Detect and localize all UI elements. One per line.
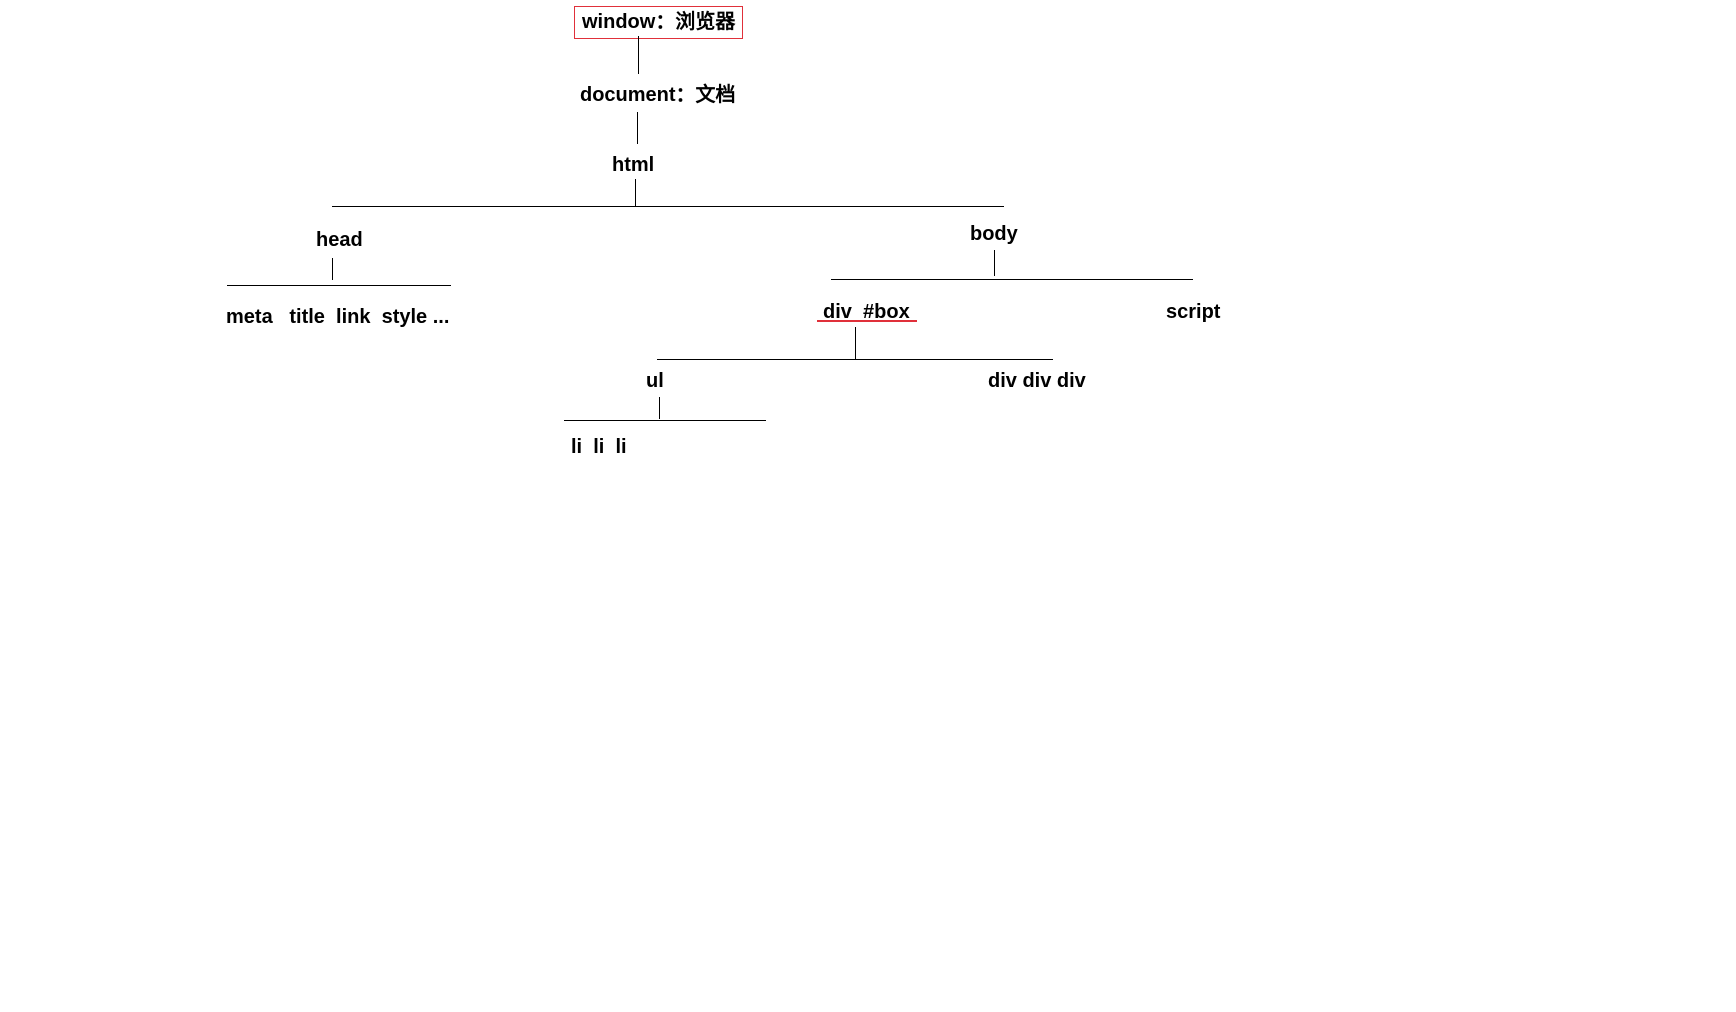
node-ul-children: li li li [571, 436, 627, 458]
connector-window-document [638, 36, 640, 74]
connector-body-stem [994, 250, 996, 276]
connector-html-stem [635, 179, 637, 207]
branch-div-box [657, 359, 1053, 361]
connector-head-stem [332, 258, 334, 280]
node-head-children: meta title link style ... [226, 306, 450, 328]
connector-ul-stem [659, 397, 661, 419]
connector-div-box-stem [855, 327, 857, 360]
div-box-underline [817, 320, 917, 322]
node-ul: ul [646, 370, 664, 392]
node-window: window：浏览器 [574, 6, 744, 39]
node-body: body [970, 223, 1018, 245]
node-head: head [316, 229, 363, 251]
branch-body [831, 279, 1193, 281]
branch-head [227, 285, 451, 287]
node-document: document：文档 [580, 84, 736, 106]
branch-ul [564, 420, 766, 422]
branch-html [332, 206, 1004, 208]
node-html: html [612, 154, 655, 176]
node-div-children: div div div [988, 370, 1086, 392]
connector-document-html [637, 112, 639, 144]
node-div-box: div #box [823, 301, 910, 323]
node-script: script [1166, 301, 1221, 323]
